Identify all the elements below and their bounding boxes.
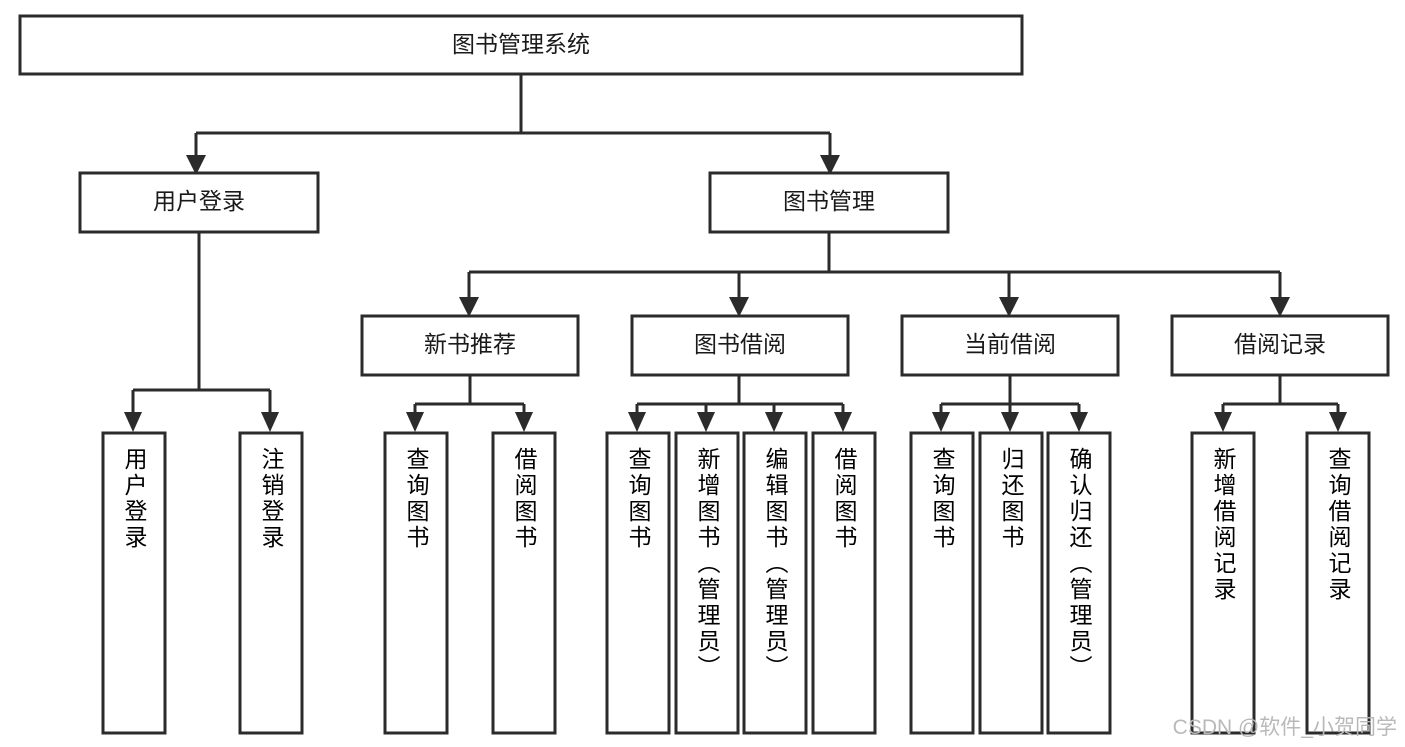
node-borrow-record[interactable]: 借阅记录 — [1170, 314, 1390, 377]
leaf-node-query-book-3[interactable]: 查询图书 — [909, 431, 975, 735]
node-root-box[interactable] — [18, 14, 1024, 76]
leaf-edit-book-label: 编辑图书（管理员） — [762, 447, 788, 681]
node-root[interactable]: 图书管理系统 — [18, 14, 1024, 76]
node-book-borrow[interactable]: 图书借阅 — [630, 314, 850, 377]
leaf-node-add-record[interactable]: 新增借阅记录 — [1190, 431, 1256, 735]
leaf-node-add-book[interactable]: 新增图书（管理员） — [674, 431, 740, 735]
leaf-user-logout-box[interactable] — [238, 431, 304, 735]
leaf-query-book-3-box[interactable] — [909, 431, 975, 735]
node-user-login[interactable]: 用户登录 — [78, 171, 320, 234]
leaf-confirm-return-label: 确认归还（管理员） — [1066, 447, 1092, 681]
leaf-confirm-return-box[interactable] — [1046, 431, 1112, 735]
leaf-borrow-book-1-label: 借阅图书 — [511, 447, 537, 551]
arrow-head-to-leaf-query-book-1 — [406, 412, 424, 432]
arrow-head-to-book-borrow — [729, 297, 749, 317]
leaf-query-book-1-label: 查询图书 — [403, 447, 429, 551]
arrow-head-to-leaf-add-book — [697, 412, 715, 432]
arrow-head-to-borrow-record — [1270, 297, 1290, 317]
leaf-node-borrow-book-1[interactable]: 借阅图书 — [491, 431, 557, 735]
arrow-head-to-leaf-return-book — [1001, 412, 1019, 432]
arrow-head-to-leaf-confirm-return — [1070, 412, 1088, 432]
arrow-head-to-leaf-add-record — [1214, 412, 1232, 432]
leaf-add-book-box[interactable] — [674, 431, 740, 735]
node-user-login-box[interactable] — [78, 171, 320, 234]
node-new-book-recommend-box[interactable] — [360, 314, 580, 377]
node-root-label: 图书管理系统 — [452, 31, 590, 57]
arrow-head-to-user-login — [186, 155, 206, 175]
leaf-add-book-label: 新增图书（管理员） — [694, 447, 720, 681]
leaf-query-book-3-label: 查询图书 — [929, 447, 955, 551]
node-borrow-record-label: 借阅记录 — [1234, 331, 1326, 357]
leaf-query-record-label: 查询借阅记录 — [1325, 447, 1351, 603]
arrow-head-to-book-manage — [820, 155, 840, 175]
leaf-return-book-box[interactable] — [978, 431, 1044, 735]
leaf-node-query-book-1[interactable]: 查询图书 — [383, 431, 449, 735]
leaf-node-borrow-book-2[interactable]: 借阅图书 — [811, 431, 877, 735]
node-book-borrow-label: 图书借阅 — [694, 331, 786, 357]
leaf-node-edit-book[interactable]: 编辑图书（管理员） — [742, 431, 808, 735]
leaf-edit-book-box[interactable] — [742, 431, 808, 735]
node-borrow-record-box[interactable] — [1170, 314, 1390, 377]
arrow-head-to-leaf-query-book-3 — [932, 412, 950, 432]
leaf-node-return-book[interactable]: 归还图书 — [978, 431, 1044, 735]
connector-borrowrecord-bus — [1221, 375, 1340, 418]
leaf-query-record-box[interactable] — [1305, 431, 1371, 735]
leaf-node-query-record[interactable]: 查询借阅记录 — [1305, 431, 1371, 735]
connector-currentborrow-bus — [939, 375, 1081, 418]
connector-bookmanage-bus — [467, 232, 1282, 300]
connector-layer — [124, 75, 1347, 432]
node-current-borrow-label: 当前借阅 — [964, 331, 1056, 357]
arrow-head-to-leaf-query-record — [1329, 412, 1347, 432]
arrow-head-to-new-book — [459, 297, 479, 317]
leaf-user-login-label: 用户登录 — [121, 447, 147, 551]
leaf-add-record-box[interactable] — [1190, 431, 1256, 735]
node-current-borrow-box[interactable] — [900, 314, 1120, 377]
connector-root-bus — [194, 75, 832, 158]
leaf-node-user-login[interactable]: 用户登录 — [101, 431, 167, 735]
leaf-borrow-book-1-box[interactable] — [491, 431, 557, 735]
arrow-head-to-leaf-borrow-book-2 — [834, 412, 852, 432]
leaf-node-user-logout[interactable]: 注销登录 — [238, 431, 304, 735]
arrow-head-to-leaf-query-book-2 — [628, 412, 646, 432]
node-user-login-label: 用户登录 — [153, 188, 245, 214]
connector-userlogin-bus — [131, 232, 272, 418]
node-book-manage-label: 图书管理 — [783, 188, 875, 214]
leaf-node-confirm-return[interactable]: 确认归还（管理员） — [1046, 431, 1112, 735]
node-book-manage-box[interactable] — [708, 171, 950, 234]
leaf-borrow-book-2-label: 借阅图书 — [831, 447, 857, 551]
leaf-borrow-book-2-box[interactable] — [811, 431, 877, 735]
leaf-user-login-box[interactable] — [101, 431, 167, 735]
leaf-query-book-1-box[interactable] — [383, 431, 449, 735]
node-new-book-recommend[interactable]: 新书推荐 — [360, 314, 580, 377]
node-new-book-recommend-label: 新书推荐 — [424, 331, 516, 357]
node-current-borrow[interactable]: 当前借阅 — [900, 314, 1120, 377]
arrow-head-to-current-borrow — [999, 297, 1019, 317]
leaf-return-book-label: 归还图书 — [998, 447, 1024, 551]
leaf-node-query-book-2[interactable]: 查询图书 — [605, 431, 671, 735]
arrow-head-to-leaf-user-logout — [261, 412, 279, 432]
node-book-manage[interactable]: 图书管理 — [708, 171, 950, 234]
leaf-add-record-label: 新增借阅记录 — [1210, 447, 1236, 603]
leaf-user-logout-label: 注销登录 — [258, 447, 284, 551]
arrow-head-to-leaf-user-login — [124, 412, 142, 432]
connector-bookborrow-bus — [635, 375, 845, 418]
leaf-query-book-2-box[interactable] — [605, 431, 671, 735]
arrow-head-to-leaf-edit-book — [765, 412, 783, 432]
leaf-query-book-2-label: 查询图书 — [625, 447, 651, 551]
arrow-head-to-leaf-borrow-book-1 — [515, 412, 533, 432]
node-book-borrow-box[interactable] — [630, 314, 850, 377]
connector-newbook-bus — [413, 375, 526, 418]
